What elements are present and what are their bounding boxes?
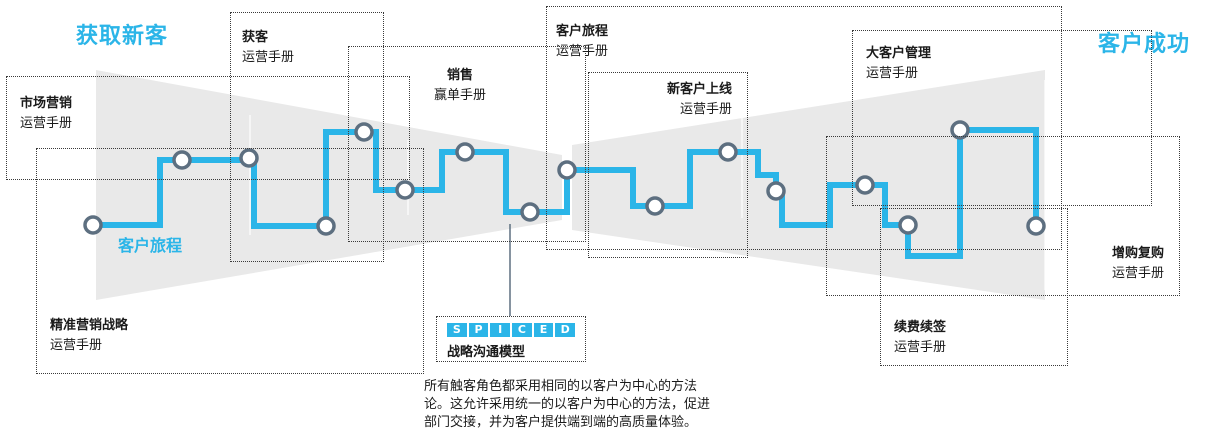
- box-onboarding: [588, 72, 748, 258]
- journey-node-16: [1026, 216, 1046, 236]
- stage-onboarding-title: 新客户上线: [666, 82, 732, 97]
- box-customer-journey: [546, 6, 1062, 250]
- stage-acquisition: 获客 运营手册: [242, 28, 294, 68]
- stage-renewal: 续费续签 运营手册: [894, 318, 946, 358]
- spiced-letter-s: S: [447, 323, 467, 337]
- stage-key-account-title: 大客户管理: [866, 46, 932, 61]
- description-line-2: 论。这允许采用统一的以客户为中心的方法，促进: [424, 397, 711, 412]
- spiced-letter-e: E: [533, 323, 554, 337]
- stage-onboarding-subtitle: 运营手册: [679, 102, 732, 117]
- spiced-letters: S P I C E D: [447, 323, 576, 337]
- spiced-model: S P I C E D 战略沟通模型: [436, 316, 586, 362]
- journey-node-8: [520, 202, 540, 222]
- stage-renewal-title: 续费续签: [894, 320, 947, 335]
- spiced-letter-d: D: [555, 323, 576, 337]
- stage-sales-subtitle: 赢单手册: [434, 88, 487, 103]
- journey-node-6: [395, 180, 415, 200]
- box-sales: [348, 46, 586, 242]
- journey-node-10: [645, 196, 665, 216]
- stage-precision-marketing: 精准营销战略 运营手册: [50, 316, 128, 356]
- heading-customer-success: 客户成功: [1098, 32, 1191, 57]
- stage-acquisition-subtitle: 运营手册: [242, 50, 295, 65]
- stage-sales-title: 销售: [447, 68, 474, 83]
- stage-customer-journey-subtitle: 运营手册: [556, 44, 609, 59]
- customer-journey-path: [93, 127, 1039, 259]
- journey-nodes: [83, 120, 1046, 236]
- journey-node-7: [455, 142, 475, 162]
- journey-node-2: [172, 150, 192, 170]
- stage-key-account: 大客户管理 运营手册: [866, 44, 931, 84]
- stage-marketing-title: 市场营销: [20, 96, 73, 111]
- stage-upsell: 增购复购 运营手册: [1094, 244, 1164, 284]
- heading-acquire-new-customers: 获取新客: [76, 24, 169, 49]
- journey-node-15: [950, 120, 970, 140]
- customer-journey-label: 客户旅程: [118, 236, 183, 255]
- funnel-guides: [249, 80, 1046, 290]
- journey-node-3: [239, 148, 259, 168]
- box-marketing: [6, 76, 410, 180]
- description-line-3: 部门交接，并为客户提供端到端的高质量体验。: [424, 415, 698, 430]
- box-key-account: [852, 30, 1152, 206]
- journey-node-9: [557, 160, 577, 180]
- stage-onboarding: 新客户上线 运营手册: [648, 80, 732, 120]
- box-upsell: [826, 136, 1180, 296]
- journey-node-11: [718, 142, 738, 162]
- stage-renewal-subtitle: 运营手册: [894, 340, 947, 355]
- stage-precision-marketing-title: 精准营销战略: [50, 318, 129, 333]
- stage-precision-marketing-subtitle: 运营手册: [50, 338, 103, 353]
- journey-node-14: [898, 215, 918, 235]
- description-line-1: 所有触客角色都采用相同的以客户为中心的方法: [424, 379, 698, 394]
- journey-node-1: [83, 215, 103, 235]
- stage-acquisition-title: 获客: [242, 30, 269, 45]
- stage-marketing-subtitle: 运营手册: [20, 116, 73, 131]
- box-renewal: [880, 208, 1068, 366]
- spiced-letter-p: P: [468, 323, 489, 337]
- spiced-letter-i: I: [490, 323, 511, 337]
- stage-marketing: 市场营销 运营手册: [20, 94, 72, 134]
- success-funnel: [572, 70, 1045, 300]
- journey-node-5: [354, 122, 374, 142]
- box-precision-marketing: [36, 148, 424, 374]
- spiced-caption: 战略沟通模型: [447, 345, 526, 360]
- stage-upsell-subtitle: 运营手册: [1111, 266, 1164, 281]
- journey-node-12: [766, 181, 786, 201]
- journey-node-13: [855, 175, 875, 195]
- box-acquisition: [230, 12, 384, 262]
- stage-customer-journey-title: 客户旅程: [556, 24, 609, 39]
- stage-key-account-subtitle: 运营手册: [866, 66, 919, 81]
- description-text: 所有触客角色都采用相同的以客户为中心的方法 论。这允许采用统一的以客户为中心的方…: [424, 378, 774, 432]
- stage-upsell-title: 增购复购: [1111, 246, 1164, 261]
- journey-node-4: [316, 216, 336, 236]
- stage-customer-journey: 客户旅程 运营手册: [556, 22, 608, 62]
- stage-sales: 销售 赢单手册: [434, 66, 486, 106]
- spiced-letter-c: C: [512, 323, 532, 337]
